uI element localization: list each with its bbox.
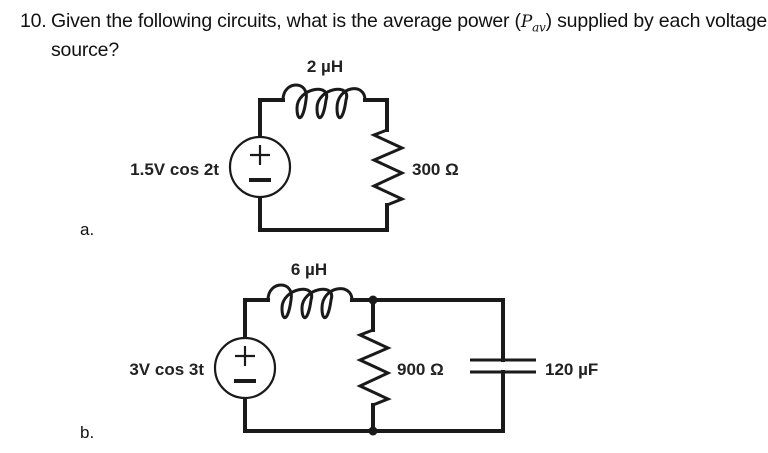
- circuit-a-source-label: 1.5V cos 2t: [130, 160, 219, 179]
- circuit-b-resistor: [356, 328, 392, 407]
- circuit-a-wire-right-bottom: [258, 195, 389, 232]
- plus-icon: [235, 346, 255, 366]
- average-power-symbol: Pav: [520, 12, 546, 35]
- circuit-b-inductor-label: 6 µH: [291, 260, 327, 279]
- circuit-a-wire-top-right: [363, 98, 389, 132]
- question-number: 10.: [20, 10, 47, 32]
- circuit-b-wire-top-left: [243, 298, 270, 340]
- circuit-b-resistor-label: 900 Ω: [397, 360, 444, 379]
- circuit-a-wire-top-left: [258, 98, 285, 139]
- circuit-a-inductor: [281, 83, 367, 119]
- part-a-label: a.: [80, 220, 94, 239]
- circuit-b-capacitor: [470, 358, 536, 374]
- circuit-b-junction-bottom: [368, 426, 378, 436]
- circuit-b-source-label: 3V cos 3t: [129, 360, 204, 379]
- circuit-a-inductor-label: 2 µH: [307, 57, 343, 76]
- circuit-a-resistor-label: 300 Ω: [412, 160, 459, 179]
- question-text-after: ) supplied by each voltage source?: [51, 10, 767, 62]
- circuit-b-wire-top-right: [350, 298, 505, 362]
- circuit-a-voltage-source: [228, 135, 292, 199]
- circuit-b-junction-top: [368, 295, 378, 305]
- circuit-b-capacitor-label: 120 µF: [545, 360, 598, 379]
- circuit-a: 2 µH 1.5V cos 2t 300 Ω a.: [80, 57, 459, 239]
- circuit-b: 6 µH 3V cos 3t 900 Ω 120 µF b.: [80, 260, 598, 442]
- plus-icon: [250, 145, 270, 165]
- circuit-a-resistor: [370, 128, 406, 207]
- question-text-before: Given the following circuits, what is th…: [51, 10, 521, 32]
- part-b-label: b.: [80, 423, 94, 442]
- circuit-b-inductor: [266, 283, 354, 319]
- circuit-b-voltage-source: [213, 336, 277, 400]
- question-text: Given the following circuits, what is th…: [51, 10, 768, 62]
